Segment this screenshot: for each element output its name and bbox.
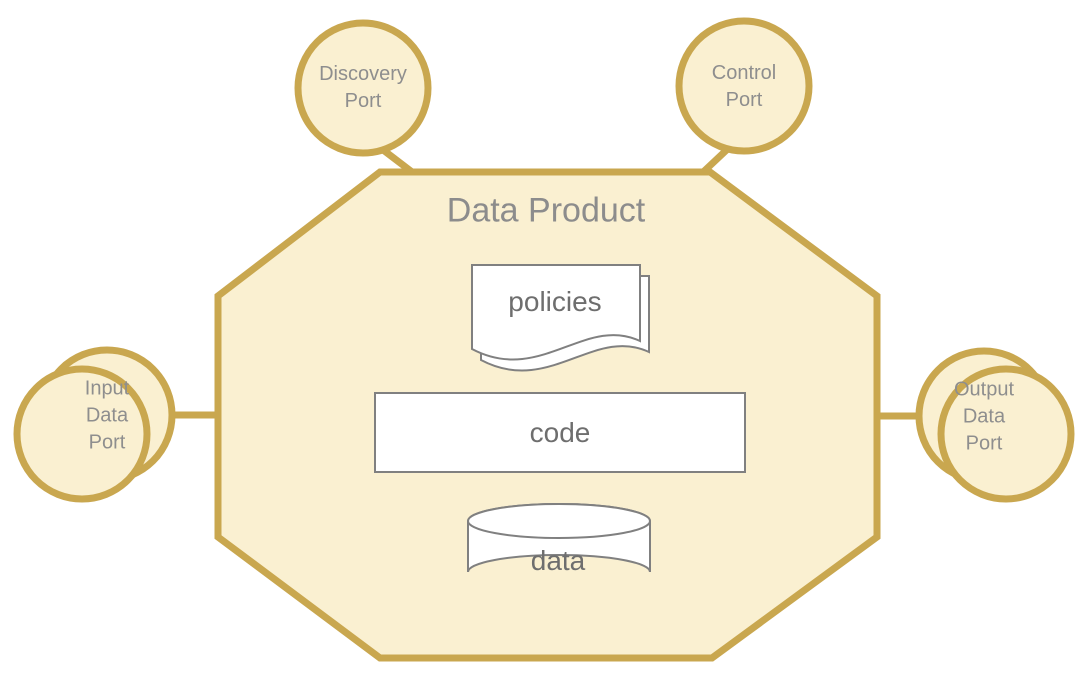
input-port-label: Input Data Port: [84, 377, 130, 454]
control-port-label: Control Port: [711, 62, 777, 111]
control-port-circle: [675, 17, 813, 155]
input-port-circle-back: [13, 365, 151, 503]
output-port-label: Output Data Port: [953, 378, 1015, 455]
data-label: data: [530, 545, 586, 576]
discovery-port-label: Discovery Port: [319, 63, 407, 112]
output-port-circle-back: [937, 365, 1075, 503]
policies-label: policies: [508, 286, 602, 317]
discovery-port-circle: [294, 19, 432, 157]
data-product-title: Data Product: [446, 191, 646, 230]
data-cylinder-top: [467, 503, 651, 539]
code-rectangle: [374, 392, 746, 473]
code-label: code: [529, 417, 591, 448]
policies-document-front: [471, 264, 641, 361]
